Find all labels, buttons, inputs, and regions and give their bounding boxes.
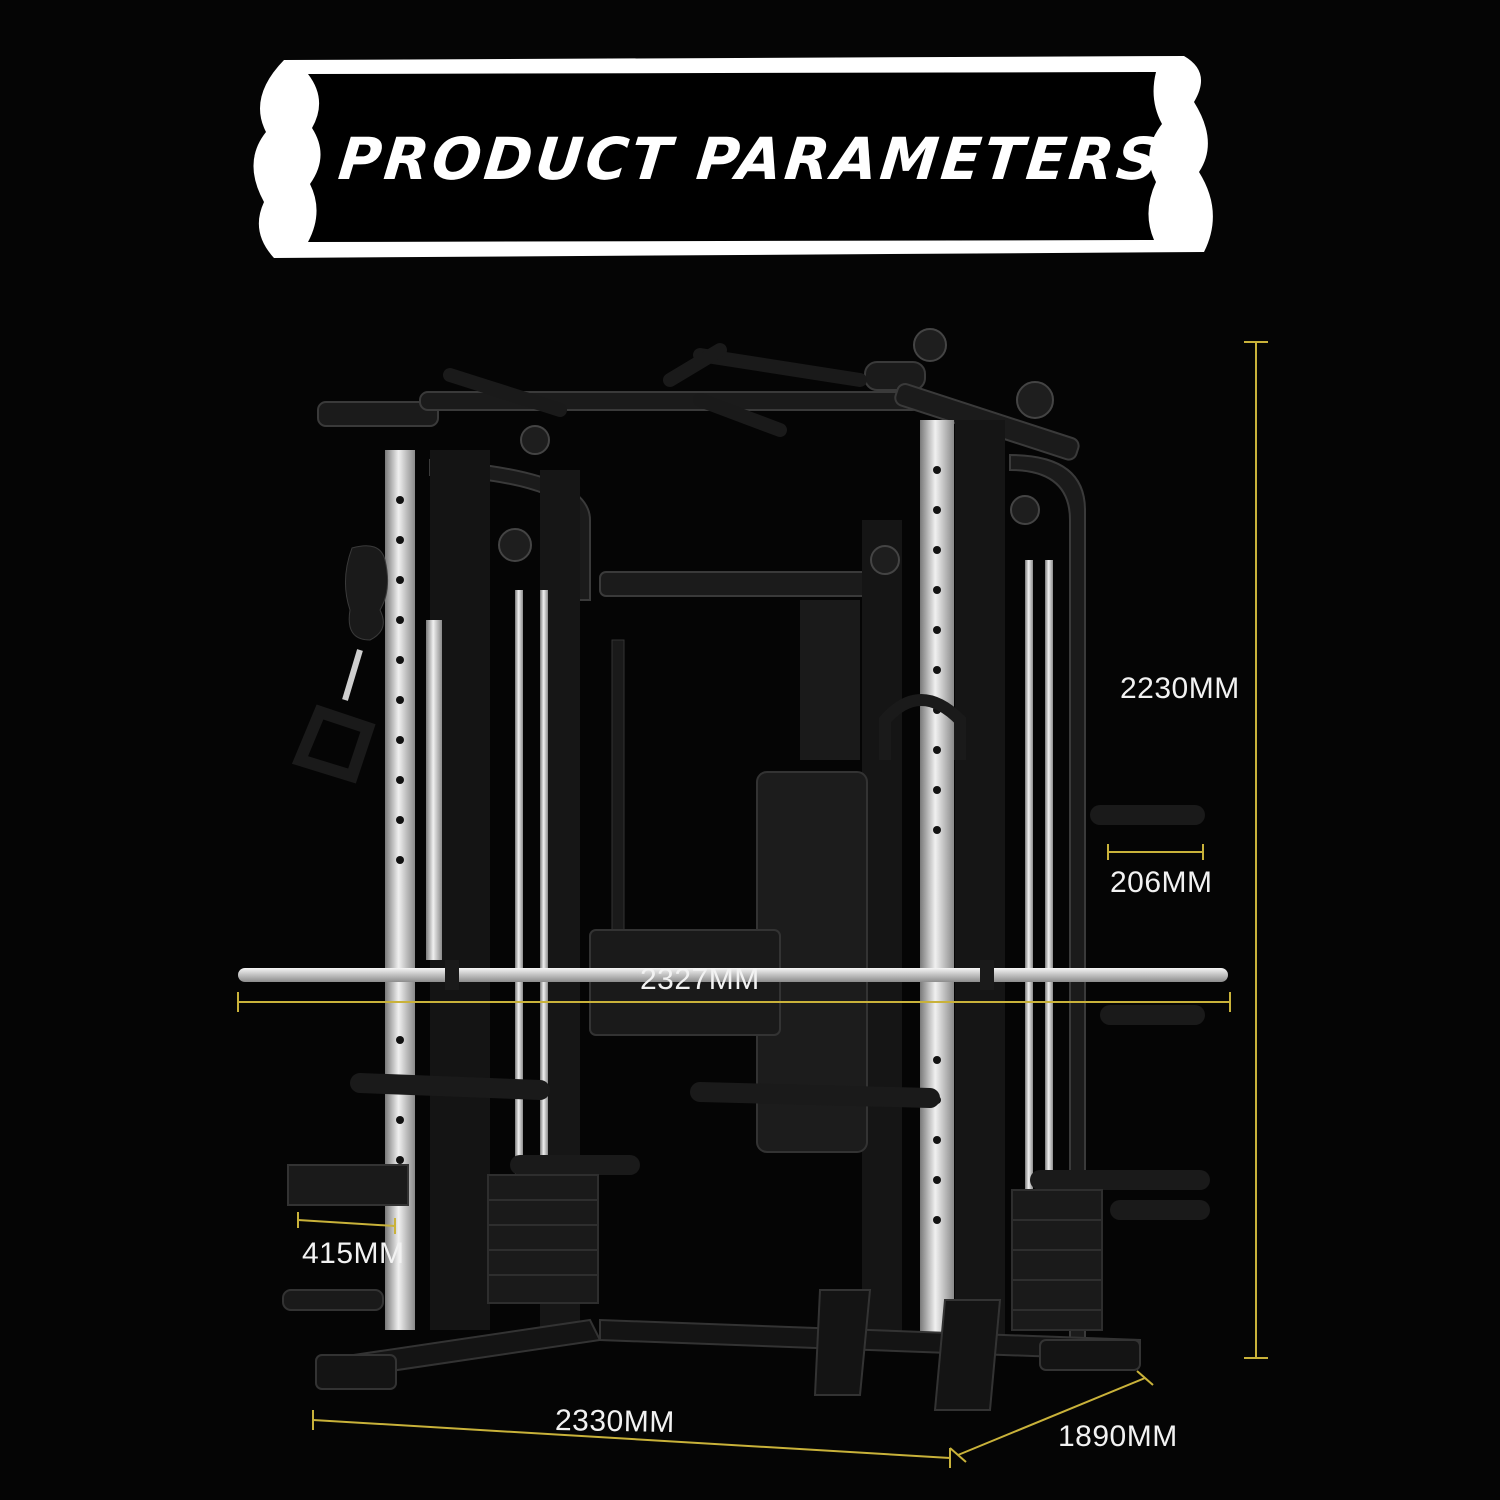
brush-stroke-frame <box>253 56 1213 258</box>
height-dimension-line <box>1244 341 1268 1359</box>
plate-holders <box>282 929 781 1311</box>
width-dimension-line <box>312 1410 951 1468</box>
depth-label: 1890MM <box>1058 1420 1178 1453</box>
left-upright <box>385 450 580 1330</box>
bench <box>611 600 868 1153</box>
width-label: 2330MM <box>554 1403 676 1440</box>
hook-dimension-line <box>297 1212 396 1234</box>
cable-handle-left <box>291 545 389 784</box>
pull-up-handles <box>443 343 867 437</box>
title-banner <box>244 52 1224 264</box>
pulleys <box>498 328 1054 575</box>
weight-stacks <box>487 1174 1103 1331</box>
bar-length-label: 2327MM <box>640 963 760 996</box>
base-frame <box>315 1289 1141 1411</box>
dimension-lines <box>237 341 1268 1468</box>
right-upright <box>862 420 1053 1340</box>
hook-depth-label: 415MM <box>302 1237 405 1270</box>
plate-post-label: 206MM <box>1110 866 1213 899</box>
post-dimension-line <box>1107 844 1204 860</box>
dip-arms <box>350 805 1210 1220</box>
bar-dimension-line <box>237 992 1231 1012</box>
olympic-bar <box>238 960 1228 990</box>
cable-handle-right <box>879 694 966 760</box>
height-label: 2230MM <box>1120 672 1240 705</box>
depth-dimension-line <box>949 1370 1154 1463</box>
